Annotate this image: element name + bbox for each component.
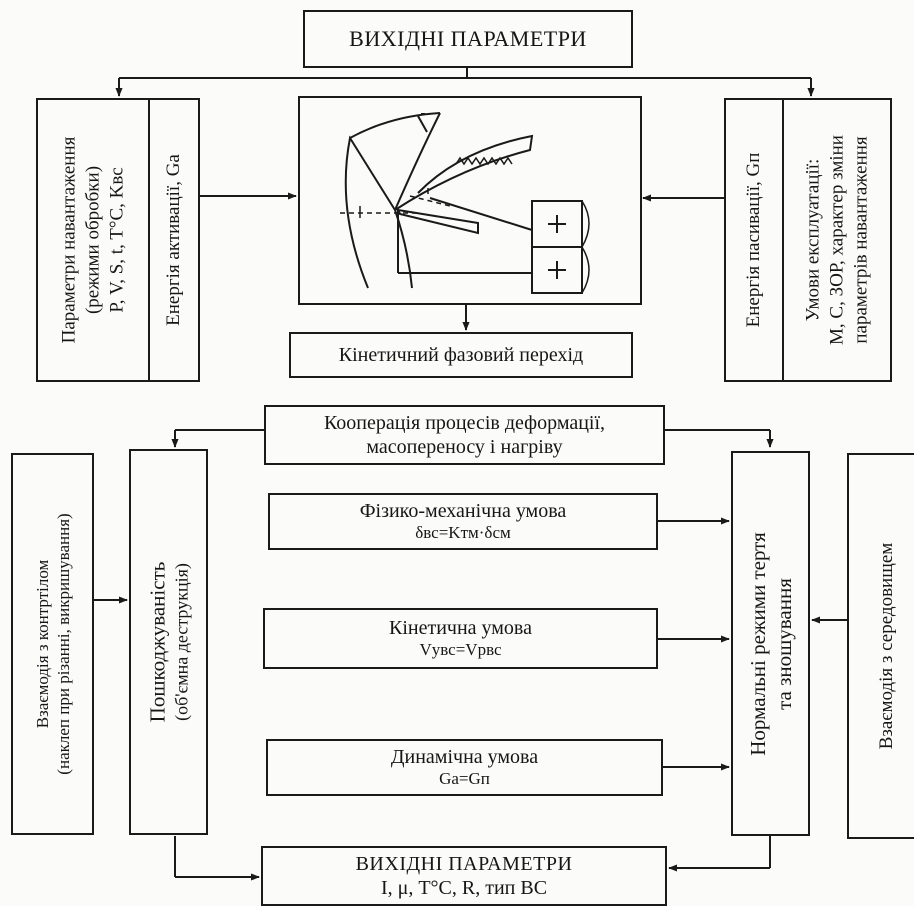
output-params-line2: I, μ, T°C, R, тип ВС (380, 877, 548, 899)
output-params-box: ВИХІДНІ ПАРАМЕТРИ I, μ, T°C, R, тип ВС (261, 846, 667, 906)
interaction-environment-box: Взаємодія з середовищем (847, 453, 914, 839)
physmech-formula: δвс=Kтм·δсм (415, 523, 511, 543)
operating-line3: параметрів навантаження (849, 136, 871, 344)
loading-line3: P, V, S, t, T°C, Kвс (105, 167, 127, 313)
damageability-line1: Пошкоджуваність (145, 561, 170, 723)
kinetic-condition-box: Кінетична умова Vувс=Vрвс (263, 608, 658, 669)
normal-modes-line2: та зношування (771, 577, 796, 710)
passivation-energy-section: Енергія пасивації, Gп (726, 100, 784, 380)
interaction-environment-label: Взаємодія з середовищем (876, 542, 898, 750)
cutting-tool (396, 208, 479, 235)
operating-conditions-text: Умови експлуатації: М, С, ЗОР, характер … (801, 135, 872, 345)
damageability-line2: (об'ємна деструкція) (171, 563, 192, 721)
kinetic-cond-line1: Кінетична умова (388, 617, 532, 640)
kinetic-transition-box: Кінетичний фазовий перехід (289, 332, 633, 378)
cooperation-line2: масопереносу і нагріву (366, 436, 563, 458)
kinetic-transition-label: Кінетичний фазовий перехід (338, 344, 584, 366)
physmech-condition-box: Фізико-механічна умова δвс=Kтм·δсм (268, 493, 658, 550)
operating-line2: М, С, ЗОР, характер зміни (826, 135, 848, 345)
cooperation-box: Кооперація процесів деформації, масопере… (264, 405, 665, 465)
dynamic-cond-line1: Динамічна умова (390, 746, 539, 769)
normal-modes-box: Нормальні режими тертя та зношування (731, 451, 810, 836)
interaction-counterbody-text: Взаємодія з контртілом (наклеп при різан… (31, 513, 74, 774)
passivation-energy-label: Енергія пасивації, Gп (742, 153, 766, 328)
dynamic-condition-box: Динамічна умова Gа=Gп (266, 739, 663, 796)
operating-line1: Умови експлуатації: (802, 158, 824, 322)
activation-energy-text: Енергія активації, Gа (163, 154, 185, 326)
activation-energy-label: Енергія активації, Gа (162, 154, 186, 326)
loading-line2: (режими обробки) (82, 165, 104, 315)
passivation-energy-text: Енергія пасивації, Gп (743, 152, 765, 328)
normal-modes-text: Нормальні режими тертя та зношування (744, 532, 797, 756)
interaction-environment-text: Взаємодія з середовищем (875, 543, 899, 750)
loading-params-section: Параметри навантаження (режими обробки) … (38, 100, 150, 380)
interaction-counterbody-line1: Взаємодія з контртілом (32, 559, 52, 729)
operating-conditions-box: Енергія пасивації, Gп Умови експлуатації… (724, 98, 892, 382)
output-params-line1: ВИХІДНІ ПАРАМЕТРИ (355, 853, 573, 875)
activation-energy-section: Енергія активації, Gа (150, 100, 198, 380)
workpiece-outline (344, 135, 396, 289)
kinetic-cond-formula: Vувс=Vрвс (419, 640, 502, 660)
dynamic-cond-formula: Gа=Gп (439, 769, 490, 789)
interaction-counterbody-line2: (наклеп при різанні, викришування) (53, 513, 73, 775)
loading-line1: Параметри навантаження (58, 136, 80, 344)
interaction-counterbody-box: Взаємодія з контртілом (наклеп при різан… (11, 453, 94, 835)
normal-modes-line1: Нормальні режими тертя (745, 531, 770, 756)
cutting-schematic-drawing (340, 112, 590, 294)
cooperation-line1: Кооперація процесів деформації, (323, 412, 606, 434)
loading-params-text: Параметри навантаження (режими обробки) … (57, 137, 128, 344)
operating-conditions-section: Умови експлуатації: М, С, ЗОР, характер … (784, 100, 890, 380)
chip-shape (394, 134, 534, 211)
cutting-schematic-box (298, 96, 642, 305)
damageability-text: Пошкоджуваність (об'ємна деструкція) (144, 562, 193, 723)
input-params-box: ВИХІДНІ ПАРАМЕТРИ (303, 10, 633, 68)
loading-params-box: Параметри навантаження (режими обробки) … (36, 98, 200, 382)
physmech-line1: Фізико-механічна умова (359, 500, 567, 523)
input-params-label: ВИХІДНІ ПАРАМЕТРИ (349, 25, 587, 51)
damageability-box: Пошкоджуваність (об'ємна деструкція) (129, 449, 208, 835)
